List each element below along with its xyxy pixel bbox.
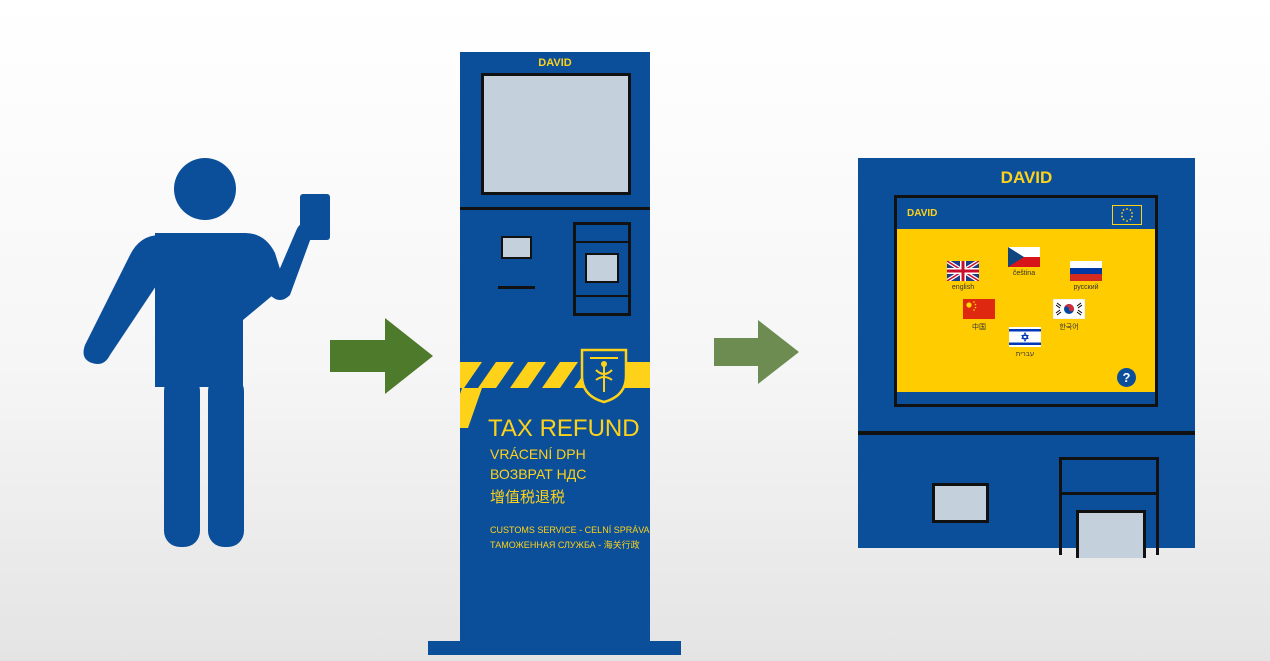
russia-flag-icon[interactable]: [1070, 261, 1102, 281]
tax-refund-zh: 增值税退税: [490, 488, 566, 506]
tax-refund-cz: VRÁCENÍ DPH: [490, 446, 586, 462]
uk-flag-icon[interactable]: [947, 261, 979, 281]
card-slot-line: [498, 286, 535, 289]
kiosk-base: [428, 641, 681, 655]
tax-refund-title: TAX REFUND: [488, 415, 640, 442]
document-compartment[interactable]: [1059, 457, 1159, 558]
kiosk-detail-divider: [858, 431, 1195, 435]
arrow-right-icon: [714, 320, 799, 384]
customs-service-line1: CUSTOMS SERVICE - CELNÍ SPRÁVA: [490, 525, 650, 535]
language-czech[interactable]: čeština: [1012, 270, 1036, 277]
kiosk-detail-screen: DAVID english čeština: [894, 195, 1158, 407]
israel-flag-icon[interactable]: [1009, 327, 1041, 347]
customs-emblem-icon: [580, 348, 628, 404]
document-compartment[interactable]: [573, 222, 631, 316]
kiosk-detail-brand: DAVID: [1000, 168, 1053, 187]
language-russian[interactable]: русский: [1073, 284, 1099, 291]
screen-brand: DAVID: [907, 208, 938, 219]
tax-refund-ru: ВОЗВРАТ НДС: [490, 466, 587, 482]
korea-flag-icon[interactable]: [1053, 299, 1085, 319]
tax-refund-kiosk: DAVID TAX REFUND VRÁCENÍ DPH ВОЗВРАТ НДС…: [460, 52, 650, 642]
screen-header: DAVID: [897, 198, 1155, 229]
person-with-passport-icon: [83, 158, 330, 547]
eu-flag-icon: [1112, 205, 1142, 225]
help-button[interactable]: ?: [1117, 368, 1136, 387]
passport-scanner-slot[interactable]: [501, 236, 532, 259]
kiosk-brand: DAVID: [538, 57, 572, 69]
kiosk-screen[interactable]: [481, 73, 631, 195]
kiosk-detail-view: DAVID DAVID english: [858, 158, 1195, 558]
arrow-right-icon: [330, 318, 433, 394]
screen-footer: [897, 392, 1155, 404]
language-korean[interactable]: 한국어: [1059, 323, 1079, 331]
language-chinese[interactable]: 中国: [972, 323, 986, 331]
czech-flag-icon[interactable]: [1008, 247, 1040, 267]
passport-scanner-slot[interactable]: [932, 483, 989, 523]
language-hebrew[interactable]: עברית: [1015, 350, 1035, 358]
language-english[interactable]: english: [951, 284, 975, 291]
kiosk-divider: [460, 207, 650, 210]
customs-service-line2: ТАМОЖЕННАЯ СЛУЖБА - 海关行政: [490, 540, 640, 550]
china-flag-icon[interactable]: [963, 299, 995, 319]
